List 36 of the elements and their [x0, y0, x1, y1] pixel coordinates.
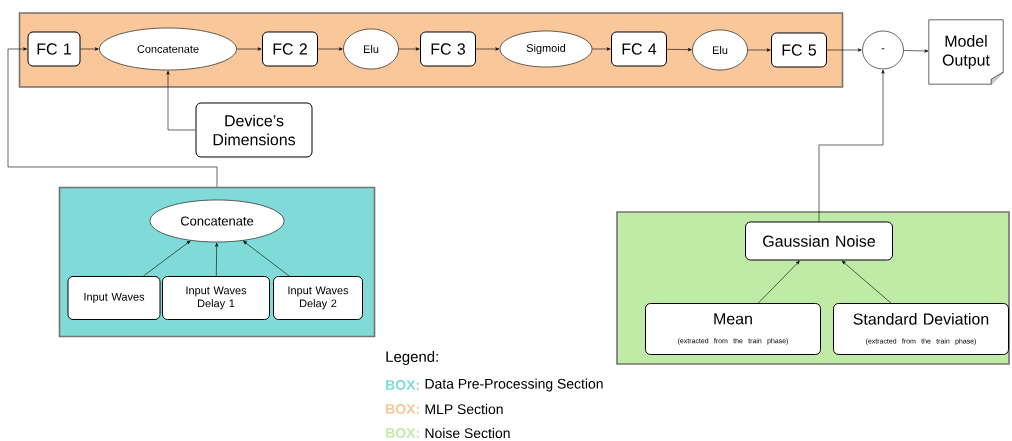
layer-box: FC 1 — [27, 31, 81, 67]
arrow — [166, 70, 196, 131]
arrow — [841, 260, 892, 304]
layer-box: FC 4 — [611, 31, 667, 67]
layer-box: FC 2 — [262, 31, 318, 67]
arrow — [475, 47, 500, 51]
arrow — [143, 240, 191, 277]
arrow — [80, 47, 99, 51]
arrow — [398, 47, 420, 51]
process-box: Gaussian Noise — [745, 221, 893, 261]
legend-swatch: BOX: — [386, 428, 419, 438]
arrow — [818, 69, 885, 222]
input-box: Input Waves — [67, 276, 161, 320]
arrow — [236, 47, 262, 51]
layer-box: FC 5 — [771, 32, 827, 68]
layer-box: FC 3 — [420, 31, 476, 67]
arrow — [317, 47, 343, 51]
legend-text: Data Pre-Processing Section — [425, 378, 603, 392]
legend-text: Noise Section — [425, 427, 510, 439]
arrow — [903, 49, 929, 53]
arrow — [666, 48, 692, 52]
arrow — [758, 260, 800, 304]
node-label: Standard Deviation — [853, 313, 989, 325]
input-box: Input Waves Delay 1 — [162, 276, 270, 320]
arrow — [747, 48, 771, 52]
arrow — [592, 47, 611, 51]
arrow — [7, 47, 218, 187]
legend-title: Legend: — [386, 351, 438, 365]
input-box: Input Waves Delay 2 — [273, 276, 363, 320]
arrow — [215, 242, 219, 277]
arrow — [243, 240, 290, 277]
input-box: Device’s Dimensions — [195, 102, 313, 158]
legend-swatch: BOX: — [386, 404, 419, 414]
legend-text: MLP Section — [425, 403, 503, 415]
arrow — [826, 48, 862, 52]
legend-swatch: BOX: — [386, 380, 419, 390]
